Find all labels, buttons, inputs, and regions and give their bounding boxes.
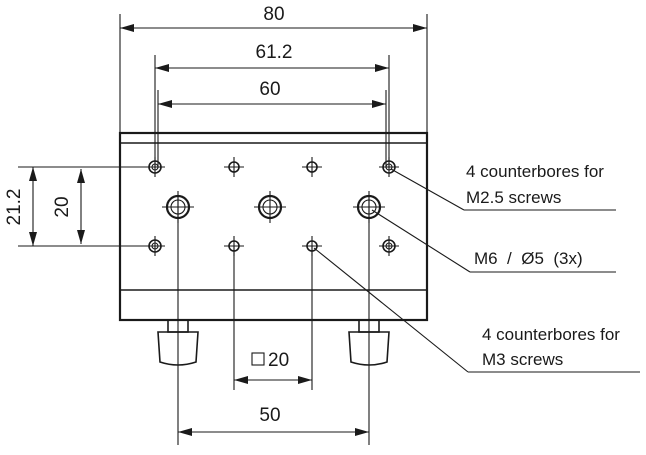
dimension-square-20: 20 bbox=[234, 350, 312, 384]
dimension-21-2: 21.2 bbox=[4, 167, 37, 246]
m6-hole-right bbox=[353, 191, 385, 223]
dimension-80-label: 80 bbox=[263, 4, 284, 25]
counterbore-m25-bottom-left bbox=[145, 236, 165, 256]
callout-m25-line1: 4 counterbores for bbox=[466, 162, 604, 181]
counterbore-m3-bottom-left bbox=[224, 236, 244, 256]
dimension-21-2-label: 21.2 bbox=[4, 189, 25, 226]
counterbore-m3-bottom-right bbox=[302, 236, 322, 256]
counterbore-m25-bottom-right bbox=[379, 236, 399, 256]
callout-m25: 4 counterbores for M2.5 screws bbox=[390, 162, 616, 211]
dimension-61-2-label: 61.2 bbox=[256, 42, 293, 63]
counterbore-m25-top-right bbox=[379, 157, 399, 177]
m6-hole-left bbox=[162, 191, 194, 223]
square-symbol bbox=[251, 352, 265, 366]
dimension-60: 60 bbox=[158, 79, 386, 108]
counterbore-m3-top-right bbox=[302, 157, 322, 177]
plate-body bbox=[118, 131, 429, 322]
counterbore-m25-top-left bbox=[145, 157, 165, 177]
dimension-50-label: 50 bbox=[259, 405, 280, 426]
callout-m6: M6 / Ø5 (3x) bbox=[371, 209, 616, 273]
dimension-20: 20 bbox=[52, 169, 85, 244]
callout-m3-line1: 4 counterbores for bbox=[482, 325, 620, 344]
callout-m6-text: M6 / Ø5 (3x) bbox=[474, 249, 583, 268]
dimension-50: 50 bbox=[178, 405, 369, 436]
dimension-square-20-label: 20 bbox=[268, 350, 289, 371]
callout-m3-line2: M3 screws bbox=[482, 350, 563, 369]
dimension-80: 80 bbox=[120, 4, 427, 32]
callout-m3: 4 counterbores for M3 screws bbox=[313, 247, 640, 373]
dimension-60-label: 60 bbox=[259, 79, 280, 100]
dimension-61-2: 61.2 bbox=[155, 42, 389, 72]
callout-m25-line2: M2.5 screws bbox=[466, 188, 561, 207]
dimension-20-label: 20 bbox=[52, 196, 73, 217]
counterbore-m3-top-left bbox=[224, 157, 244, 177]
m6-hole-center bbox=[254, 191, 286, 223]
extension-lines bbox=[18, 14, 428, 445]
